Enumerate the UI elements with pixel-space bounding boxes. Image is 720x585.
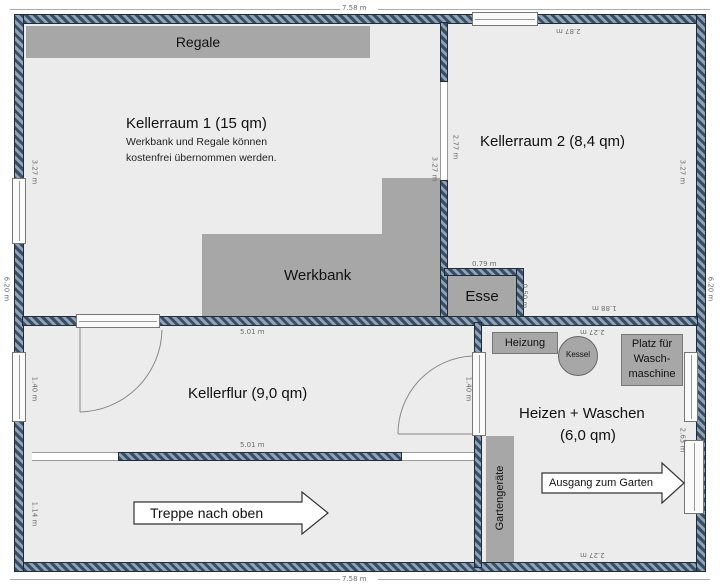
dim-right-total: 6.20 m bbox=[706, 276, 715, 302]
kellerraum2-label: Kellerraum 2 (8,4 qm) bbox=[480, 133, 626, 150]
platz-label-line3: maschine bbox=[628, 368, 676, 380]
dim-flur-right: 1.40 m bbox=[464, 376, 473, 402]
kellerraum1-label: Kellerraum 1 (15 qm) bbox=[126, 115, 267, 132]
outer-wall-top bbox=[14, 14, 706, 24]
ausgang-label: Ausgang zum Garten bbox=[549, 477, 653, 489]
kellerraum1-note-line1: Werkbank und Regale können bbox=[126, 136, 268, 148]
dim-room2-left: 2.77 m bbox=[451, 134, 460, 160]
dim-room1-right: 3.27 m bbox=[430, 156, 439, 182]
wall-room1-room2-lower bbox=[440, 180, 448, 322]
esse-block: Esse bbox=[448, 276, 516, 316]
window-top bbox=[472, 12, 538, 26]
platz-label-line1: Platz für bbox=[631, 338, 673, 350]
opening-room2 bbox=[440, 82, 448, 180]
heizung-box: Heizung bbox=[492, 332, 558, 354]
dim-room2-bottom: 1.88 m bbox=[592, 304, 617, 312]
opening-stair-right bbox=[402, 452, 474, 461]
dim-flur-left: 1.40 m bbox=[30, 376, 39, 402]
heizung-label: Heizung bbox=[504, 337, 546, 349]
heizen-label-line2: (6,0 qm) bbox=[560, 427, 616, 444]
dim-room2-top: 2.87 m bbox=[556, 27, 581, 35]
dim-heiz-bottom: 2.27 m bbox=[580, 551, 605, 559]
dim-bottom-line bbox=[378, 579, 710, 580]
wall-esse-top bbox=[444, 268, 524, 276]
door-swing-heiz bbox=[397, 355, 473, 435]
kessel-circle: Kessel bbox=[558, 336, 598, 376]
dim-room2-right: 3.27 m bbox=[678, 159, 687, 185]
dim-esse-height: 0.50 m bbox=[520, 283, 529, 309]
ausgang-arrow bbox=[541, 461, 685, 505]
werkbank: Werkbank bbox=[202, 234, 440, 316]
outer-wall-bottom bbox=[14, 562, 706, 572]
door-opening-heiz bbox=[472, 352, 486, 436]
gartengeraete-block: Gartengeräte bbox=[486, 436, 514, 562]
outer-wall-left bbox=[14, 14, 24, 572]
window-left-lower bbox=[12, 352, 26, 422]
wall-flur-stair bbox=[118, 452, 402, 461]
door-opening-room1 bbox=[76, 314, 160, 328]
wall-upper-horizontal bbox=[22, 316, 698, 326]
dim-flur-top: 5.01 m bbox=[240, 328, 265, 336]
window-right-lower bbox=[684, 352, 698, 422]
outer-wall-right bbox=[696, 14, 706, 572]
dim-heiz-top: 2.27 m bbox=[580, 328, 605, 336]
regale-label: Regale bbox=[175, 34, 221, 50]
kellerflur-label: Kellerflur (9,0 qm) bbox=[188, 385, 308, 402]
dim-top-total: 7.58 m bbox=[342, 4, 367, 12]
door-swing-room1 bbox=[79, 328, 163, 413]
dim-left-total: 6.20 m bbox=[2, 276, 11, 302]
wall-room1-room2 bbox=[440, 22, 448, 82]
platz-waschmaschine: Platz für Wasch- maschine bbox=[621, 334, 683, 386]
dim-heiz-right: 2.63 m bbox=[678, 427, 687, 453]
werkbank-upper bbox=[382, 178, 440, 238]
regale-shelf: Regale bbox=[26, 26, 370, 58]
werkbank-label: Werkbank bbox=[284, 267, 352, 284]
window-right-door bbox=[684, 440, 704, 514]
heizen-label-line1: Heizen + Waschen bbox=[519, 405, 645, 422]
gartengeraete-label: Gartengeräte bbox=[494, 465, 506, 531]
wall-flur-heiz bbox=[474, 322, 482, 568]
kessel-label: Kessel bbox=[565, 350, 590, 359]
esse-label: Esse bbox=[465, 288, 499, 305]
treppe-arrow bbox=[133, 490, 329, 536]
window-left-upper bbox=[12, 178, 26, 244]
dim-top-line bbox=[378, 9, 710, 10]
dim-room1-left: 3.27 m bbox=[30, 159, 39, 185]
dim-stair-left: 1.14 m bbox=[30, 501, 39, 527]
dim-bottom-line bbox=[10, 579, 340, 580]
dim-flur-bottom: 5.01 m bbox=[240, 441, 265, 449]
kellerraum1-note-line2: kostenfrei übernommen werden. bbox=[126, 152, 277, 164]
opening-stair-left bbox=[32, 452, 118, 461]
treppe-label: Treppe nach oben bbox=[150, 505, 264, 521]
dim-bottom-total: 7.58 m bbox=[342, 575, 367, 583]
dim-top-line bbox=[10, 9, 340, 10]
platz-label-line2: Wasch- bbox=[633, 353, 671, 365]
dim-esse-width: 0.79 m bbox=[472, 260, 497, 268]
